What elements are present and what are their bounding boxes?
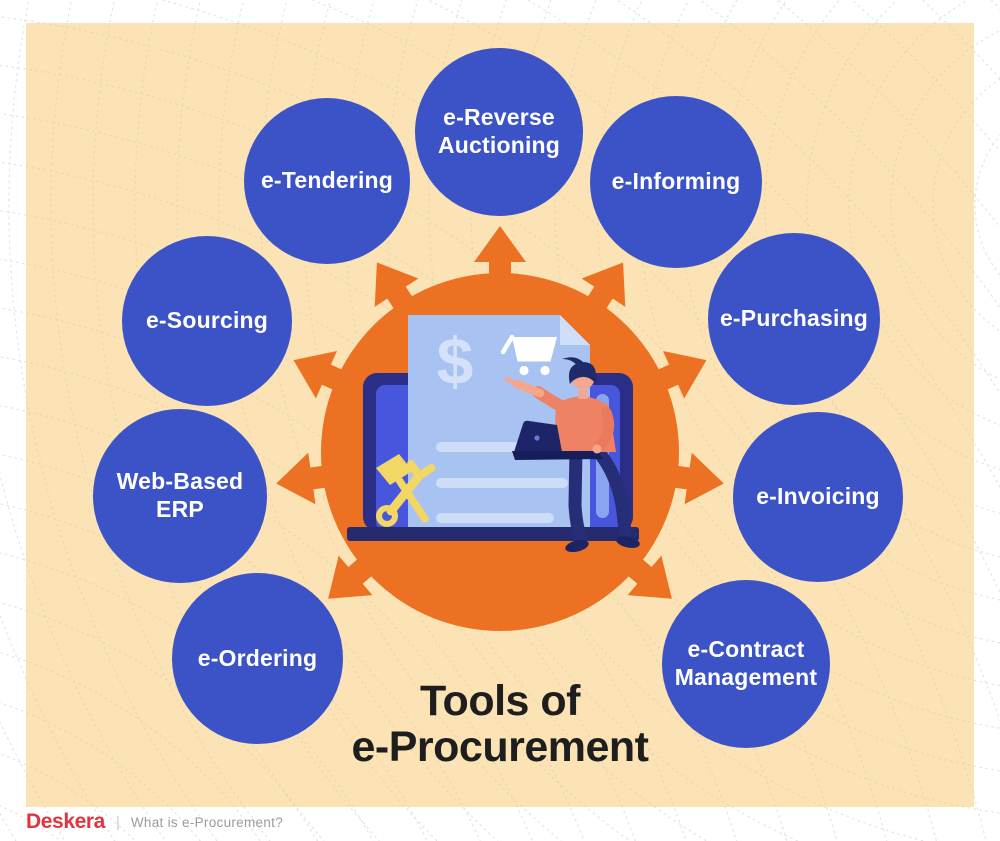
infographic-title: Tools of e-Procurement <box>250 677 750 771</box>
bubble-e-invoicing: e-Invoicing <box>733 412 903 582</box>
bubble-e-reverse-auctioning: e-Reverse Auctioning <box>415 48 583 216</box>
deskera-logo: Deskera <box>26 810 105 833</box>
bubble-e-sourcing: e-Sourcing <box>122 236 292 406</box>
title-line1: Tools of <box>419 677 581 725</box>
bubble-web-based-erp: Web-Based ERP <box>93 409 267 583</box>
bubble-e-tendering: e-Tendering <box>244 98 410 264</box>
title-line2: e-Procurement <box>351 722 649 771</box>
footer-divider: | <box>115 813 120 831</box>
footer-caption: What is e-Procurement? <box>130 814 283 830</box>
bubble-e-informing: e-Informing <box>590 96 762 268</box>
bubble-e-contract-management: e-Contract Management <box>662 580 830 748</box>
bubble-e-ordering: e-Ordering <box>172 573 343 744</box>
footer: Deskera | What is e-Procurement? <box>26 810 283 833</box>
bubble-e-purchasing: e-Purchasing <box>708 233 880 405</box>
